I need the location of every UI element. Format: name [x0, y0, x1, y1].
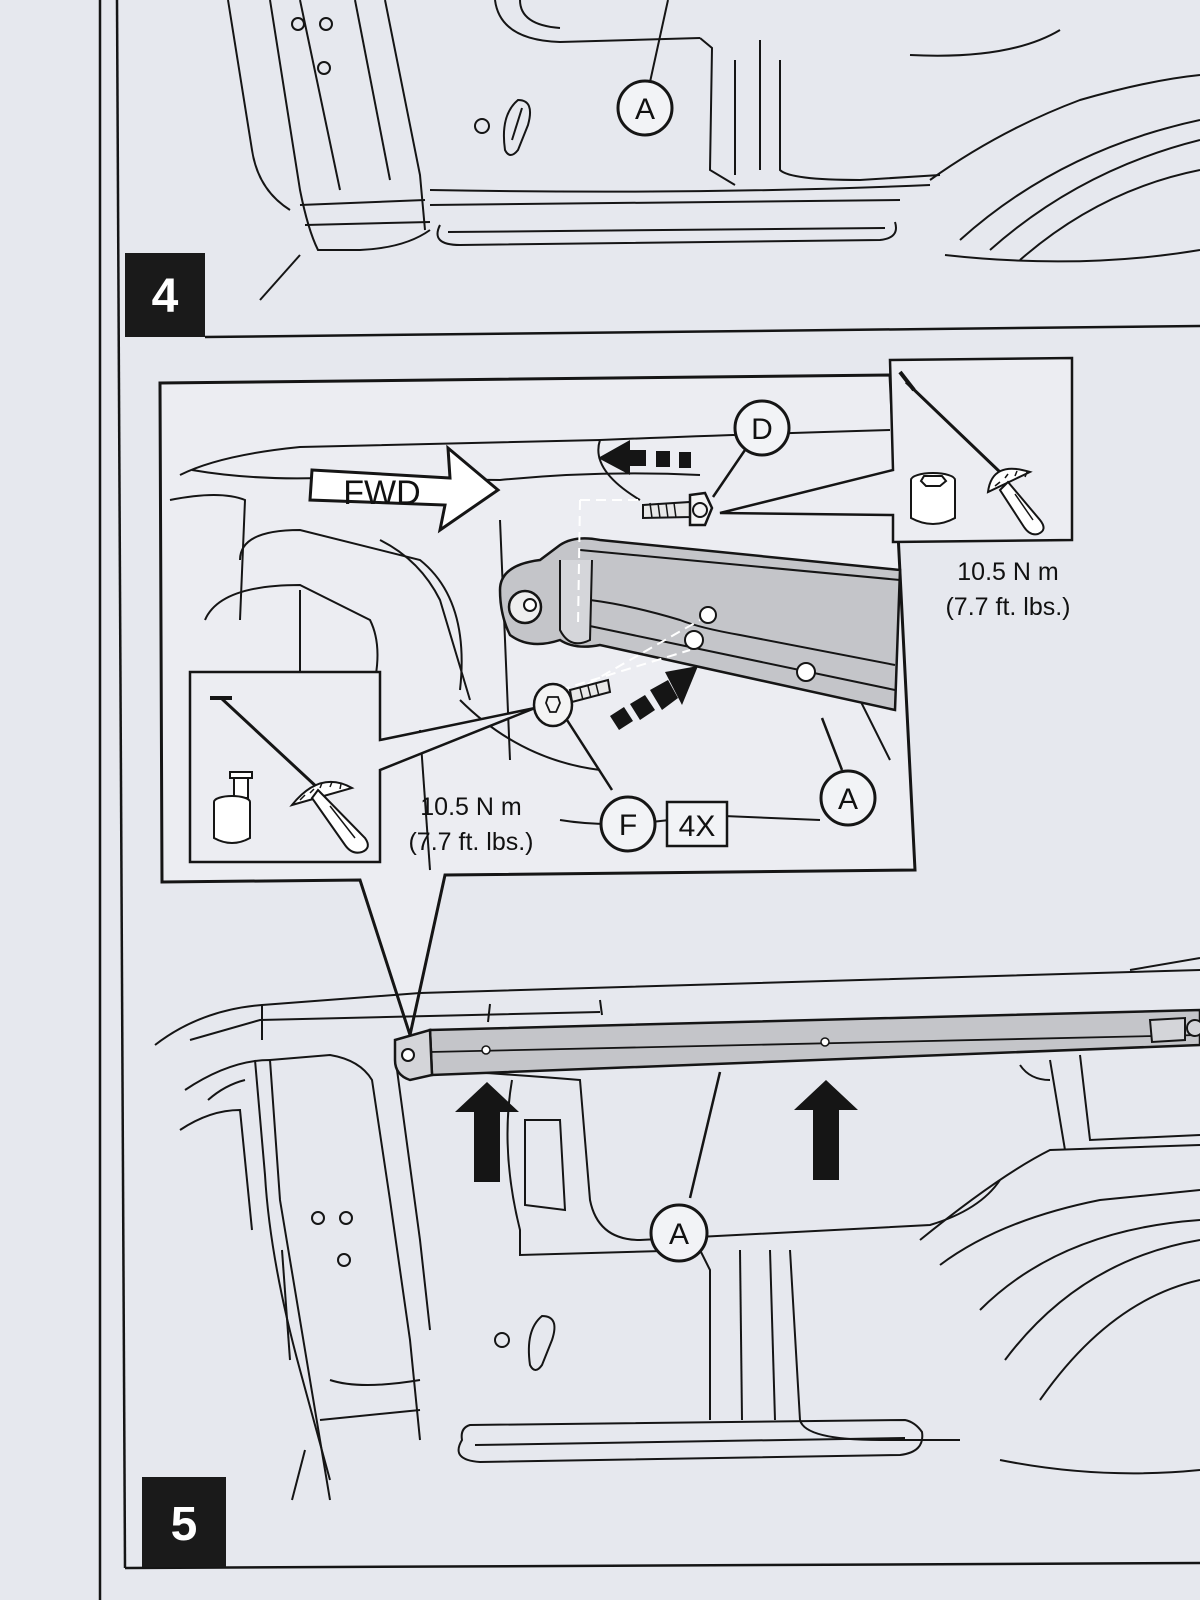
torque-spec-d: 10.5 N m (7.7 ft. lbs.): [945, 558, 1070, 621]
svg-text:(7.7 ft. lbs.): (7.7 ft. lbs.): [945, 593, 1070, 621]
screw-f-icon: [532, 678, 612, 728]
detail-callout: FWD: [158, 356, 1074, 1041]
svg-text:A: A: [838, 783, 858, 816]
callout-d: D: [733, 399, 791, 457]
direction-arrow-up-right: [610, 666, 698, 730]
svg-text:A: A: [635, 93, 655, 126]
up-arrow-icon: [794, 1080, 858, 1180]
svg-text:FWD: FWD: [343, 474, 420, 512]
torque-inset-socket: [719, 356, 1074, 544]
svg-text:(7.7 ft. lbs.): (7.7 ft. lbs.): [408, 828, 533, 856]
quantity-badge: 4X: [665, 800, 729, 848]
svg-text:4X: 4X: [679, 810, 716, 843]
svg-text:10.5 N m: 10.5 N m: [420, 793, 521, 821]
svg-text:F: F: [619, 809, 637, 842]
callout-f: F: [599, 795, 657, 853]
svg-text:5: 5: [171, 1498, 198, 1551]
up-arrow-icon: [455, 1082, 519, 1182]
svg-text:10.5 N m: 10.5 N m: [957, 558, 1058, 586]
step-5-callout-a: A: [649, 1203, 709, 1263]
torx-socket-icon: [213, 771, 253, 844]
svg-text:D: D: [751, 413, 773, 446]
svg-text:A: A: [669, 1218, 689, 1251]
hex-socket-icon: [910, 472, 956, 525]
step-4-panel: [204, 0, 1200, 339]
torque-wrench-icon-2: [898, 370, 1045, 536]
step-4-callout-a: A: [616, 79, 674, 137]
torque-inset-torx: [188, 670, 536, 864]
direction-arrow-left: [598, 440, 691, 475]
torque-spec-f: 10.5 N m (7.7 ft. lbs.): [408, 793, 533, 856]
step-5-panel: [154, 957, 1200, 1501]
installed-rail-a: [393, 1008, 1200, 1082]
callout-a-detail: A: [819, 769, 877, 827]
svg-text:4: 4: [152, 270, 179, 323]
bolt-d-icon: [642, 491, 714, 527]
fwd-arrow: FWD: [308, 444, 501, 534]
step-4-badge: 4: [125, 253, 205, 337]
step-5-badge: 5: [142, 1477, 226, 1567]
torque-wrench-icon: [210, 696, 369, 854]
